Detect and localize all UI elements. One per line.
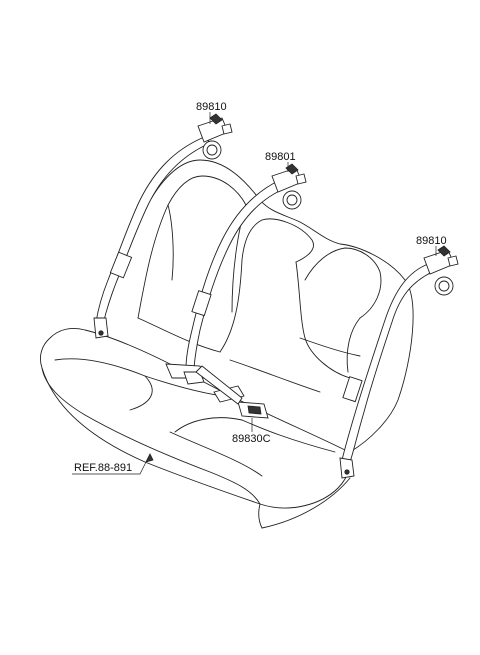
label-reference: REF.88-891 xyxy=(74,462,132,474)
label-retractor-right: 89810 xyxy=(416,235,447,247)
label-retractor-center: 89801 xyxy=(265,151,296,163)
center-seat-belt xyxy=(165,163,307,385)
seat-cushion xyxy=(39,327,351,529)
left-seat-belt xyxy=(93,113,233,339)
label-retractor-left: 89810 xyxy=(196,101,227,113)
right-seat-belt xyxy=(339,245,459,479)
belt-guide xyxy=(109,251,133,279)
belt-guide xyxy=(191,290,212,317)
left-retractor xyxy=(197,113,233,160)
right-retractor xyxy=(423,245,459,296)
center-retractor xyxy=(271,163,307,210)
label-buckle: 89830C xyxy=(232,433,271,445)
buckle-assembly xyxy=(195,365,269,419)
belt-guide xyxy=(342,376,363,403)
